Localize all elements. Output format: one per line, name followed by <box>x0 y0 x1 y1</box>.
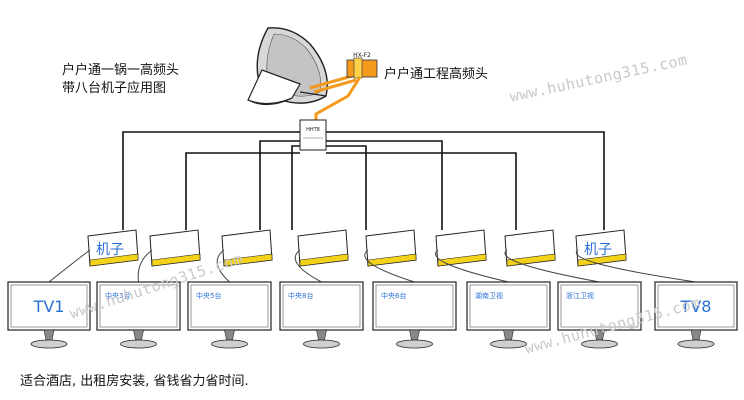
tv-channel-label: 中央8台 <box>288 291 313 300</box>
receiver-box <box>297 229 349 267</box>
receiver-box: 机子 <box>575 229 627 267</box>
tv-monitor: 中央3台 <box>96 281 181 349</box>
av-cable <box>435 249 509 283</box>
cable-line <box>326 145 367 230</box>
footer-caption: 适合酒店, 出租房安装, 省钱省力省时间. <box>20 374 249 389</box>
lnb-device: HX-F2 <box>346 52 378 79</box>
tv-channel-label: TV1 <box>33 297 65 316</box>
tv-monitor: 中央6台 <box>372 281 457 349</box>
cable-line <box>326 131 605 230</box>
receiver-box: 机子 <box>87 229 139 267</box>
tv-monitor: 湖南卫视 <box>466 281 551 349</box>
av-cable <box>137 249 153 283</box>
av-cable <box>504 249 600 283</box>
av-cable <box>216 249 230 283</box>
diagram-title: 户户通一锅一高频头 带八台机子应用图 <box>62 62 179 98</box>
title-line-2: 带八台机子应用图 <box>62 81 167 96</box>
av-cable <box>575 249 697 283</box>
title-line-1: 户户通一锅一高频头 <box>62 63 180 78</box>
cable-line <box>185 152 300 230</box>
tv-monitor: TV1 <box>7 281 91 349</box>
cable-line <box>326 152 517 230</box>
cable-line <box>259 140 300 230</box>
receiver-box <box>365 229 417 267</box>
splitter-box: HHT8 <box>299 119 327 151</box>
splitter-label: HHT8 <box>306 127 320 133</box>
receiver-box <box>149 229 201 267</box>
tv-channel-label: 湖南卫视 <box>475 291 503 300</box>
tv-channel-label: 中央6台 <box>381 291 406 300</box>
tvs-group: TV1 中央3台 中央5台 中央8台 中央6台 湖南卫视 浙江卫视 TV8 <box>7 281 738 349</box>
tv-monitor: 中央5台 <box>187 281 272 349</box>
receiver-label: 机子 <box>96 242 124 258</box>
tv-monitor: TV8 <box>654 281 738 349</box>
cable-line <box>326 140 443 230</box>
receiver-box <box>435 229 487 267</box>
tv-channel-label: 中央5台 <box>196 291 221 300</box>
av-cable <box>48 249 91 283</box>
av-cable <box>294 249 322 283</box>
tv-monitor: 浙江卫视 <box>557 281 642 349</box>
receiver-box <box>221 229 273 267</box>
tv-channel-label: 中央3台 <box>105 291 130 300</box>
satellite-dish <box>247 27 328 106</box>
receivers-group: 机子 机子 <box>48 229 697 283</box>
tv-monitor: 中央8台 <box>279 281 364 349</box>
coax-cables <box>122 131 605 230</box>
lnb-model-label: HX-F2 <box>353 52 371 59</box>
cable-line <box>122 131 300 230</box>
cable-line <box>291 145 300 230</box>
receiver-box <box>504 229 556 267</box>
lnb-label: 户户通工程高频头 <box>384 67 489 82</box>
tv-channel-label: 浙江卫视 <box>566 291 594 300</box>
receiver-label: 机子 <box>584 242 612 258</box>
tv-channel-label: TV8 <box>680 297 712 316</box>
feed-arm <box>309 74 357 94</box>
av-cable <box>364 249 415 283</box>
